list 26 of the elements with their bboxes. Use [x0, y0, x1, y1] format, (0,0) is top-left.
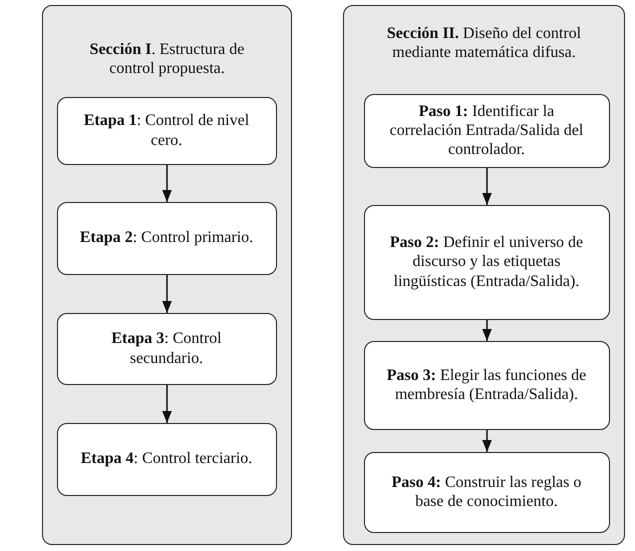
- arrow: [162, 275, 172, 313]
- step-text: Paso 1: Identificar la correlación Entrada/Salida del controlador.: [388, 102, 584, 160]
- process-box: [364, 204, 610, 320]
- arrow: [482, 430, 492, 452]
- step-text: Paso 3: Elegir las funciones de membresía (Entrada/Salida).: [386, 366, 588, 404]
- process-box: [364, 340, 610, 430]
- step-text: Etapa 1: Control de nivel cero.: [82, 111, 250, 150]
- process-box: [56, 96, 276, 164]
- process-box: [364, 94, 610, 168]
- process-box: [364, 452, 610, 532]
- step-text: Paso 2: Definir el universo de discurso y las etiquetas lingüísticas (Entrada/Salida).: [388, 233, 584, 291]
- process-box: [56, 422, 276, 496]
- arrow: [162, 165, 172, 202]
- arrow: [162, 385, 172, 423]
- arrow: [482, 320, 492, 341]
- process-box: [56, 312, 276, 384]
- section-title: Sección II. Diseño del control mediante matemática difusa.: [386, 24, 582, 62]
- section-title: Sección I. Estructura de control propuesta.: [88, 40, 246, 78]
- process-box: [56, 202, 276, 274]
- step-text: Etapa 3: Control secundario.: [110, 329, 223, 368]
- step-text: Etapa 2: Control primario.: [78, 228, 254, 248]
- section-panel: [343, 5, 625, 545]
- step-text: Etapa 4: Control terciario.: [80, 449, 254, 469]
- step-text: Paso 4: Construir las reglas o base de conocimiento.: [390, 472, 582, 512]
- arrow: [482, 168, 492, 205]
- section-panel: [42, 5, 292, 545]
